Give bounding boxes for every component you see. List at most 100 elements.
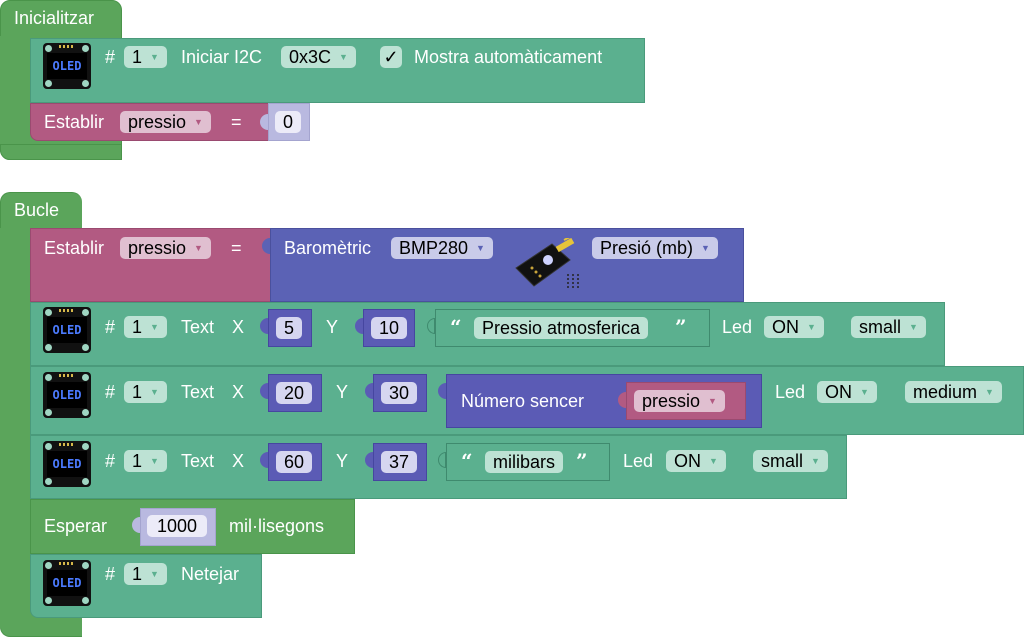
oled-icon: OLED: [43, 560, 91, 606]
close-quote-icon: ”: [675, 315, 687, 339]
init-hat-foot: [0, 144, 122, 160]
x-field[interactable]: 60: [276, 451, 312, 473]
size-dropdown[interactable]: medium ▼: [905, 381, 1002, 403]
size-dropdown[interactable]: small ▼: [753, 450, 828, 472]
led-value: ON: [772, 317, 799, 337]
x-label: X: [232, 317, 245, 337]
display-id-dropdown[interactable]: 1 ▼: [124, 381, 167, 403]
display-id-dropdown[interactable]: 1 ▼: [124, 46, 167, 68]
display-id-value: 1: [132, 317, 143, 337]
wait-label: Esperar: [44, 516, 108, 536]
input-tab: [260, 452, 268, 468]
led-label: Led: [623, 451, 654, 471]
display-id-dropdown[interactable]: 1 ▼: [124, 450, 167, 472]
led-value: ON: [674, 451, 701, 471]
variable-dropdown[interactable]: pressio ▼: [120, 111, 211, 133]
dropdown-arrow-icon: ▼: [476, 243, 485, 253]
sensor-measure-value: Presió (mb): [600, 238, 694, 258]
wait-unit-label: mil·lisegons: [229, 516, 325, 536]
display-id-value: 1: [132, 47, 143, 67]
input-tab: [132, 517, 140, 533]
variable-dropdown[interactable]: pressio ▼: [120, 237, 211, 259]
dropdown-arrow-icon: ▼: [811, 456, 820, 466]
text-value: Pressio atmosferica: [482, 318, 641, 338]
dropdown-arrow-icon: ▼: [150, 569, 159, 579]
y-field[interactable]: 30: [381, 382, 417, 404]
x-label: X: [232, 451, 245, 471]
input-tab: [355, 318, 363, 334]
loop-hat-body: [0, 228, 30, 628]
dropdown-arrow-icon: ▼: [150, 52, 159, 62]
x-field[interactable]: 20: [276, 382, 312, 404]
init-i2c-label: Iniciar I2C: [181, 47, 263, 67]
text-field[interactable]: milibars: [485, 451, 564, 473]
display-id-dropdown[interactable]: 1 ▼: [124, 563, 167, 585]
y-label: Y: [326, 317, 339, 337]
input-tab: [260, 383, 268, 399]
integer-label: Número sencer: [461, 391, 585, 411]
size-value: small: [859, 317, 902, 337]
dropdown-arrow-icon: ▼: [860, 387, 869, 397]
dropdown-arrow-icon: ▼: [194, 243, 203, 253]
input-tab: [262, 238, 270, 254]
text-label: Text: [181, 451, 215, 471]
display-id-dropdown[interactable]: 1 ▼: [124, 316, 167, 338]
open-quote-icon: “: [461, 449, 473, 473]
variable-dropdown[interactable]: pressio ▼: [634, 390, 725, 412]
oled-icon: OLED: [43, 43, 91, 89]
size-dropdown[interactable]: small ▼: [851, 316, 926, 338]
auto-show-label: Mostra automàticament: [414, 47, 603, 67]
x-label: X: [232, 382, 245, 402]
open-quote-icon: “: [450, 315, 462, 339]
hash-label: #: [105, 317, 116, 337]
dropdown-arrow-icon: ▼: [150, 387, 159, 397]
clear-label: Netejar: [181, 564, 240, 584]
y-label: Y: [336, 451, 349, 471]
barometric-label: Baromètric: [284, 238, 372, 258]
init-hat-body: [0, 36, 30, 146]
text-value: milibars: [493, 452, 556, 472]
dropdown-arrow-icon: ▼: [985, 387, 994, 397]
dropdown-arrow-icon: ▼: [708, 396, 717, 406]
led-dropdown[interactable]: ON ▼: [764, 316, 824, 338]
led-label: Led: [722, 317, 753, 337]
equals-label: =: [231, 112, 242, 132]
close-quote-icon: ”: [576, 449, 588, 473]
size-value: medium: [913, 382, 978, 402]
oled-icon: OLED: [43, 372, 91, 418]
dropdown-arrow-icon: ▼: [339, 52, 348, 62]
dropdown-arrow-icon: ▼: [194, 117, 203, 127]
auto-show-checkbox[interactable]: ✓: [380, 46, 402, 68]
dropdown-arrow-icon: ▼: [150, 456, 159, 466]
dropdown-arrow-icon: ▼: [807, 322, 816, 332]
init-title: Inicialitzar: [14, 8, 95, 28]
i2c-address-dropdown[interactable]: 0x3C ▼: [281, 46, 356, 68]
bmp280-sensor-icon: [515, 238, 579, 290]
y-label: Y: [336, 382, 349, 402]
led-label: Led: [775, 382, 806, 402]
variable-name: pressio: [642, 391, 701, 411]
led-dropdown[interactable]: ON ▼: [817, 381, 877, 403]
equals-label: =: [231, 238, 242, 258]
hash-label: #: [105, 382, 116, 402]
y-field[interactable]: 37: [381, 451, 417, 473]
set-label: Establir: [44, 238, 105, 258]
number-field[interactable]: 0: [275, 111, 301, 133]
input-tab: [365, 383, 373, 399]
sensor-measure-dropdown[interactable]: Presió (mb) ▼: [592, 237, 718, 259]
sensor-model-dropdown[interactable]: BMP280 ▼: [391, 237, 493, 259]
wait-field[interactable]: 1000: [147, 515, 207, 537]
dropdown-arrow-icon: ▼: [909, 322, 918, 332]
hash-label: #: [105, 47, 116, 67]
input-tab: [618, 392, 626, 408]
i2c-address-value: 0x3C: [289, 47, 332, 67]
led-dropdown[interactable]: ON ▼: [666, 450, 726, 472]
display-id-value: 1: [132, 564, 143, 584]
display-id-value: 1: [132, 451, 143, 471]
y-field[interactable]: 10: [371, 317, 407, 339]
input-tab: [260, 318, 268, 334]
x-field[interactable]: 5: [276, 317, 302, 339]
text-field[interactable]: Pressio atmosferica: [474, 317, 649, 339]
dropdown-arrow-icon: ▼: [709, 456, 718, 466]
variable-name: pressio: [128, 238, 187, 258]
